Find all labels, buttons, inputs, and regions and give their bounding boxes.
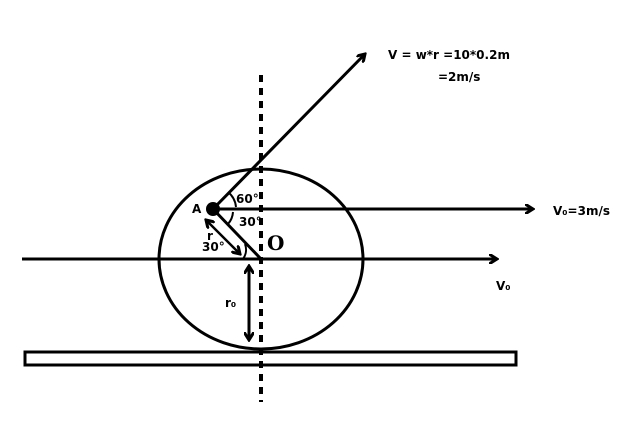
velocity-formula-label: V = w*r =10*0.2m — [388, 48, 510, 62]
angle-30-upper-arc — [227, 211, 234, 225]
radius-r-arrow — [206, 220, 240, 254]
angle-60-arc — [227, 191, 237, 208]
velocity-result-label: =2m/s — [438, 70, 480, 84]
angle-30-lower-arc — [242, 243, 248, 260]
v0-center-label: V₀ — [496, 279, 511, 293]
point-a-label: A — [192, 202, 202, 216]
radius-r0-label: r₀ — [225, 296, 236, 310]
radius-r-label: r — [207, 229, 213, 243]
v0-top-label: V₀=3m/s — [553, 204, 610, 218]
angle-60-label: 60° — [236, 192, 259, 206]
point-a-dot — [206, 202, 220, 216]
tangential-velocity-arrow — [211, 54, 365, 211]
angle-30-upper-label: 30° — [239, 215, 262, 229]
angle-30-lower-label: 30° — [202, 240, 225, 254]
center-o-label: O — [267, 231, 284, 255]
ground-surface — [23, 350, 518, 367]
